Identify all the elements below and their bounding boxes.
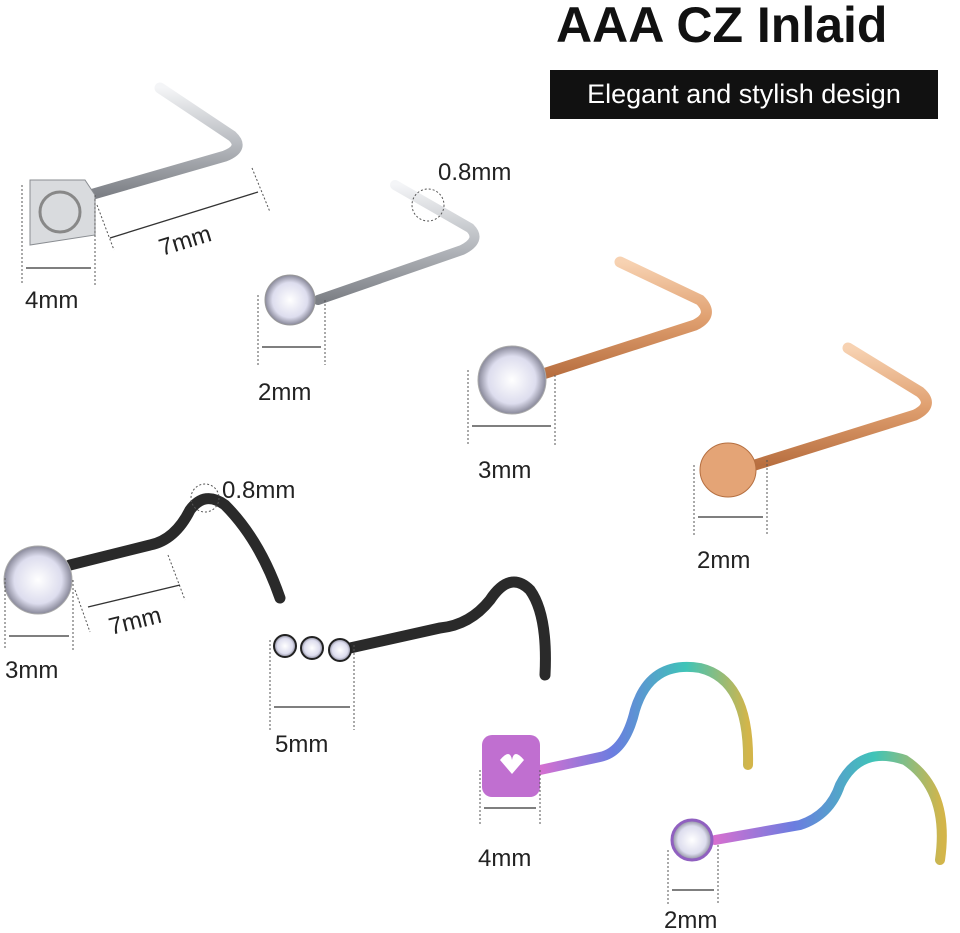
label-gauge-top: 0.8mm bbox=[438, 159, 511, 186]
rose-gold-flat-stud bbox=[693, 342, 932, 535]
label-3mm-black: 3mm bbox=[5, 657, 58, 684]
label-gauge-black: 0.8mm bbox=[222, 477, 295, 504]
rose-gold-ball-stud bbox=[467, 256, 712, 445]
silver-triskele-stud bbox=[21, 82, 271, 285]
label-2mm-flat: 2mm bbox=[697, 547, 750, 574]
label-5mm: 5mm bbox=[275, 731, 328, 758]
label-7mm-black: 7mm bbox=[106, 602, 164, 641]
headline: AAA CZ Inlaid bbox=[556, 0, 888, 53]
rainbow-heart-stud bbox=[479, 661, 754, 825]
label-2mm-rainbow: 2mm bbox=[664, 907, 717, 933]
label-3mm-rose: 3mm bbox=[478, 457, 531, 484]
label-2mm-cz: 2mm bbox=[258, 379, 311, 406]
rainbow-cz-stud bbox=[667, 750, 947, 905]
label-4mm-heart: 4mm bbox=[478, 845, 531, 872]
black-triple-cz-stud bbox=[269, 576, 551, 730]
label-7mm-silver: 7mm bbox=[156, 220, 215, 261]
label-4mm-silver: 4mm bbox=[25, 287, 78, 314]
black-screw-ball-stud bbox=[3, 483, 286, 650]
subtitle-banner: Elegant and stylish design bbox=[550, 70, 938, 119]
subtitle-text: Elegant and stylish design bbox=[587, 79, 901, 109]
silver-cz-stud bbox=[257, 180, 480, 365]
